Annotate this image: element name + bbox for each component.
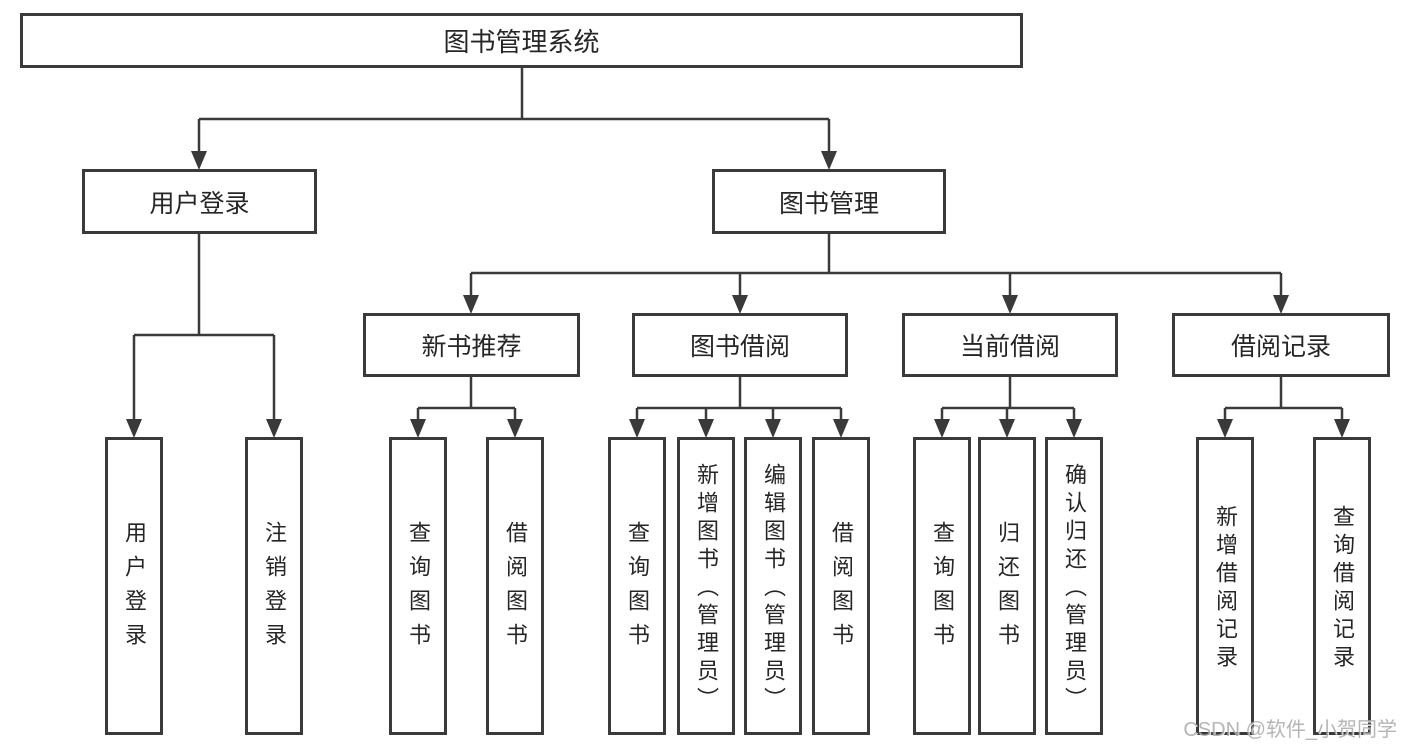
leaf-query-borrow-record: 查询借阅记录 bbox=[1313, 437, 1371, 735]
leaf-user-login: 用户登录 bbox=[105, 437, 163, 735]
node-book-borrowing: 图书借阅 bbox=[632, 313, 848, 377]
leaf-query-books-borrowing: 查询图书 bbox=[608, 437, 666, 735]
leaf-query-books-current: 查询图书 bbox=[913, 437, 971, 735]
leaf-borrow-books-borrowing: 借阅图书 bbox=[812, 437, 870, 735]
csdn-watermark: CSDN @软件_小贺同学 bbox=[1183, 719, 1397, 741]
leaf-add-borrow-record: 新增借阅记录 bbox=[1196, 437, 1254, 735]
leaf-confirm-return-admin: 确认归还（管理员） bbox=[1045, 437, 1103, 735]
leaf-logout: 注销登录 bbox=[245, 437, 303, 735]
leaf-borrow-books-recommend: 借阅图书 bbox=[486, 437, 544, 735]
arrowheads bbox=[126, 151, 1350, 438]
node-root: 图书管理系统 bbox=[20, 13, 1023, 68]
node-user-login: 用户登录 bbox=[82, 169, 317, 234]
leaf-return-books: 归还图书 bbox=[978, 437, 1036, 735]
node-borrow-records: 借阅记录 bbox=[1172, 313, 1390, 377]
leaf-add-books-admin: 新增图书（管理员） bbox=[677, 437, 735, 735]
node-new-book-recommend: 新书推荐 bbox=[363, 313, 580, 377]
node-book-management: 图书管理 bbox=[712, 169, 946, 234]
node-current-borrowing: 当前借阅 bbox=[902, 313, 1118, 377]
leaf-edit-books-admin: 编辑图书（管理员） bbox=[744, 437, 802, 735]
leaf-query-books-recommend: 查询图书 bbox=[389, 437, 447, 735]
